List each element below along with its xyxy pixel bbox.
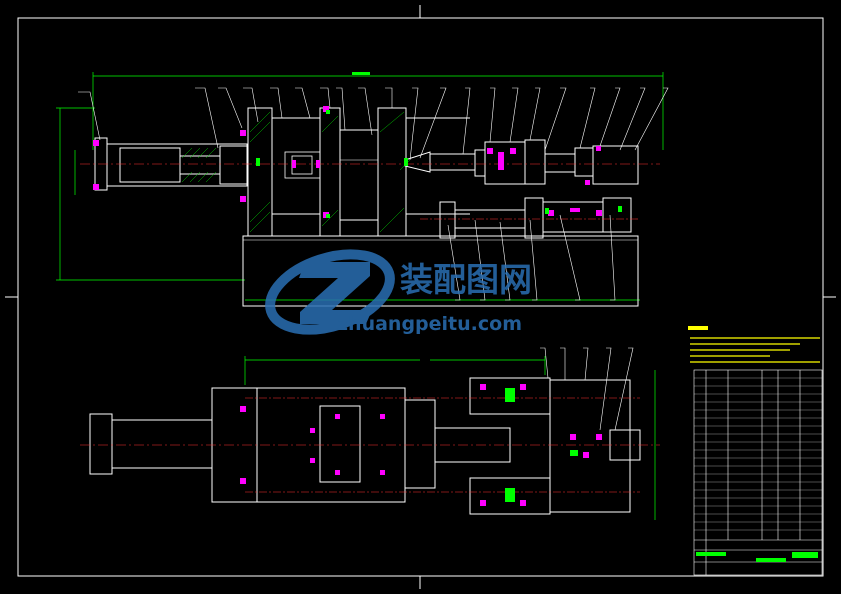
injection-cylinder — [439, 197, 632, 239]
parts-list-rows — [694, 377, 822, 531]
fasteners-lower — [240, 384, 602, 506]
dim-text-overall — [352, 72, 370, 75]
platen-hatch — [249, 111, 411, 233]
seals-upper — [256, 110, 622, 218]
sheet-frame — [5, 5, 836, 589]
clamp-cylinder-hatch — [181, 147, 217, 183]
watermark-logo-icon — [265, 249, 395, 335]
injection-unit — [404, 139, 639, 185]
z-mark-icon — [299, 262, 372, 324]
fixed-plates — [247, 107, 470, 237]
upper-section-view — [56, 72, 669, 307]
watermark-brand: 装配图网 — [400, 260, 532, 299]
watermark-url: zhuangpeitu.com — [337, 313, 522, 335]
overall-dimension — [56, 72, 664, 301]
title-block-highlight — [792, 552, 818, 558]
watermark: 装配图网 zhuangpeitu.com — [265, 249, 532, 335]
lower-plan-view — [80, 347, 660, 520]
parts-list-table — [693, 369, 823, 576]
technical-notes — [688, 326, 820, 363]
leaders-top — [78, 87, 669, 161]
fasteners-upper — [93, 106, 602, 218]
leaders-bottom — [447, 214, 616, 301]
